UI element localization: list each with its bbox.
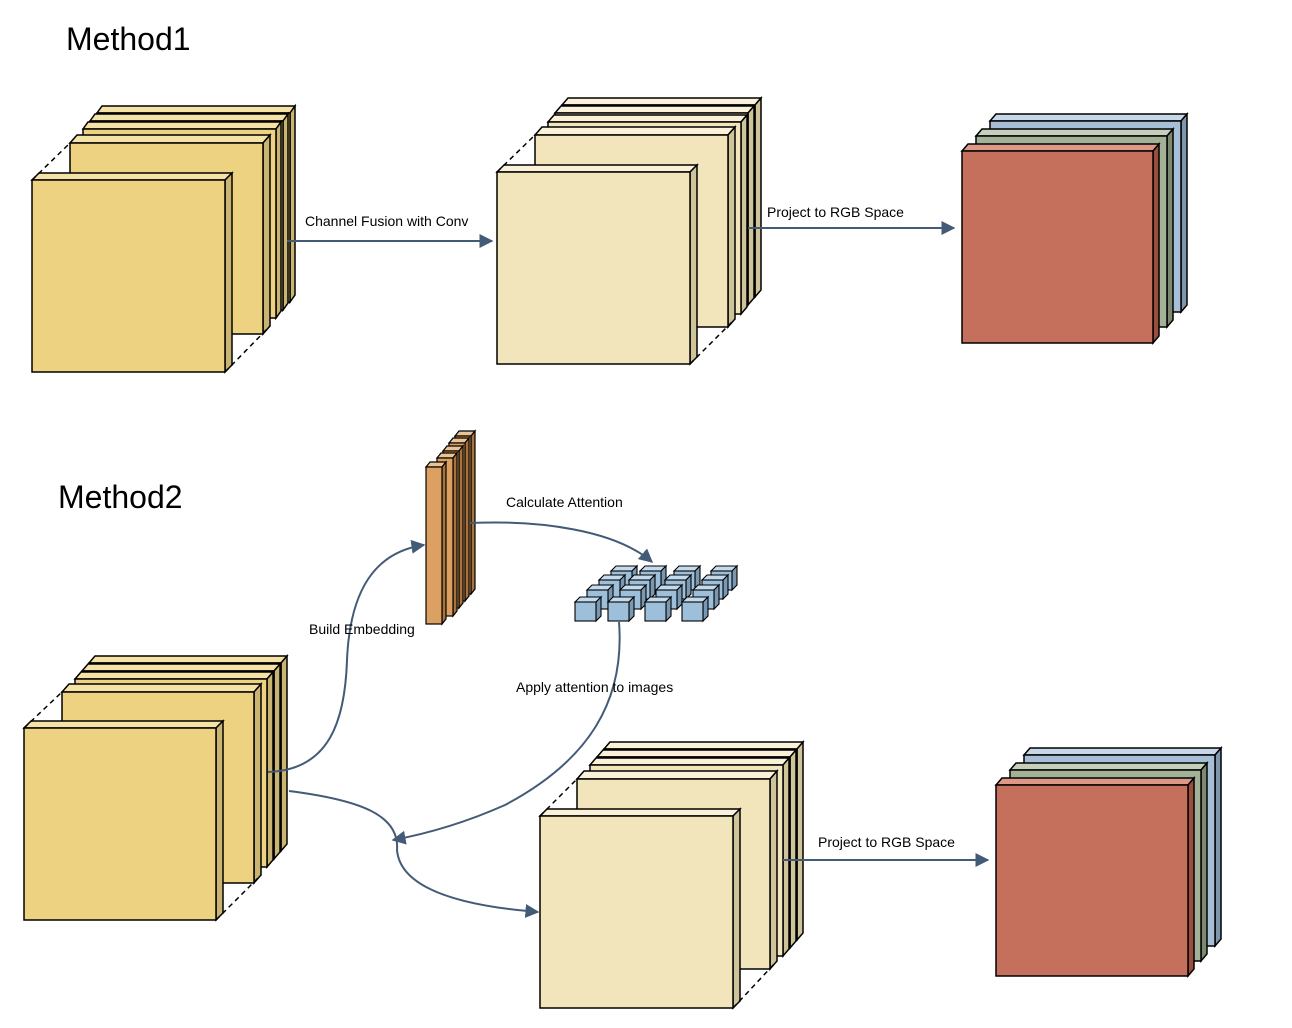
m2-rgb-output-stack — [994, 745, 1223, 979]
m1-fused-feature-stack — [495, 95, 763, 366]
m2-rgb-red-channel — [994, 775, 1196, 979]
m2-calc-attention-arrow — [469, 521, 654, 563]
m2-embedding-stack — [424, 429, 477, 626]
m2-attention-cubes — [573, 564, 739, 623]
m1-input-feature-stack — [30, 103, 297, 374]
m2-project-label: Project to RGB Space — [818, 834, 955, 850]
m1-fusion-label: Channel Fusion with Conv — [305, 213, 468, 229]
method2-title: Method2 — [58, 479, 183, 515]
m1-rgb-output-stack — [960, 111, 1189, 346]
m2-attended-feature-stack — [538, 739, 805, 1010]
method1-title: Method1 — [66, 21, 191, 57]
m2-apply-attention-arrow — [391, 621, 621, 845]
m2-calc-attention-label: Calculate Attention — [506, 494, 623, 510]
m2-input-feature-stack — [22, 653, 289, 922]
m2-fusion-arrow — [288, 790, 540, 918]
m2-apply-attention-label: Apply attention to images — [516, 679, 673, 695]
m2-build-embedding-arrow — [267, 539, 426, 773]
m1-rgb-red-channel — [960, 141, 1161, 346]
m2-build-embedding-label: Build Embedding — [309, 621, 415, 637]
m1-project-label: Project to RGB Space — [767, 204, 904, 220]
